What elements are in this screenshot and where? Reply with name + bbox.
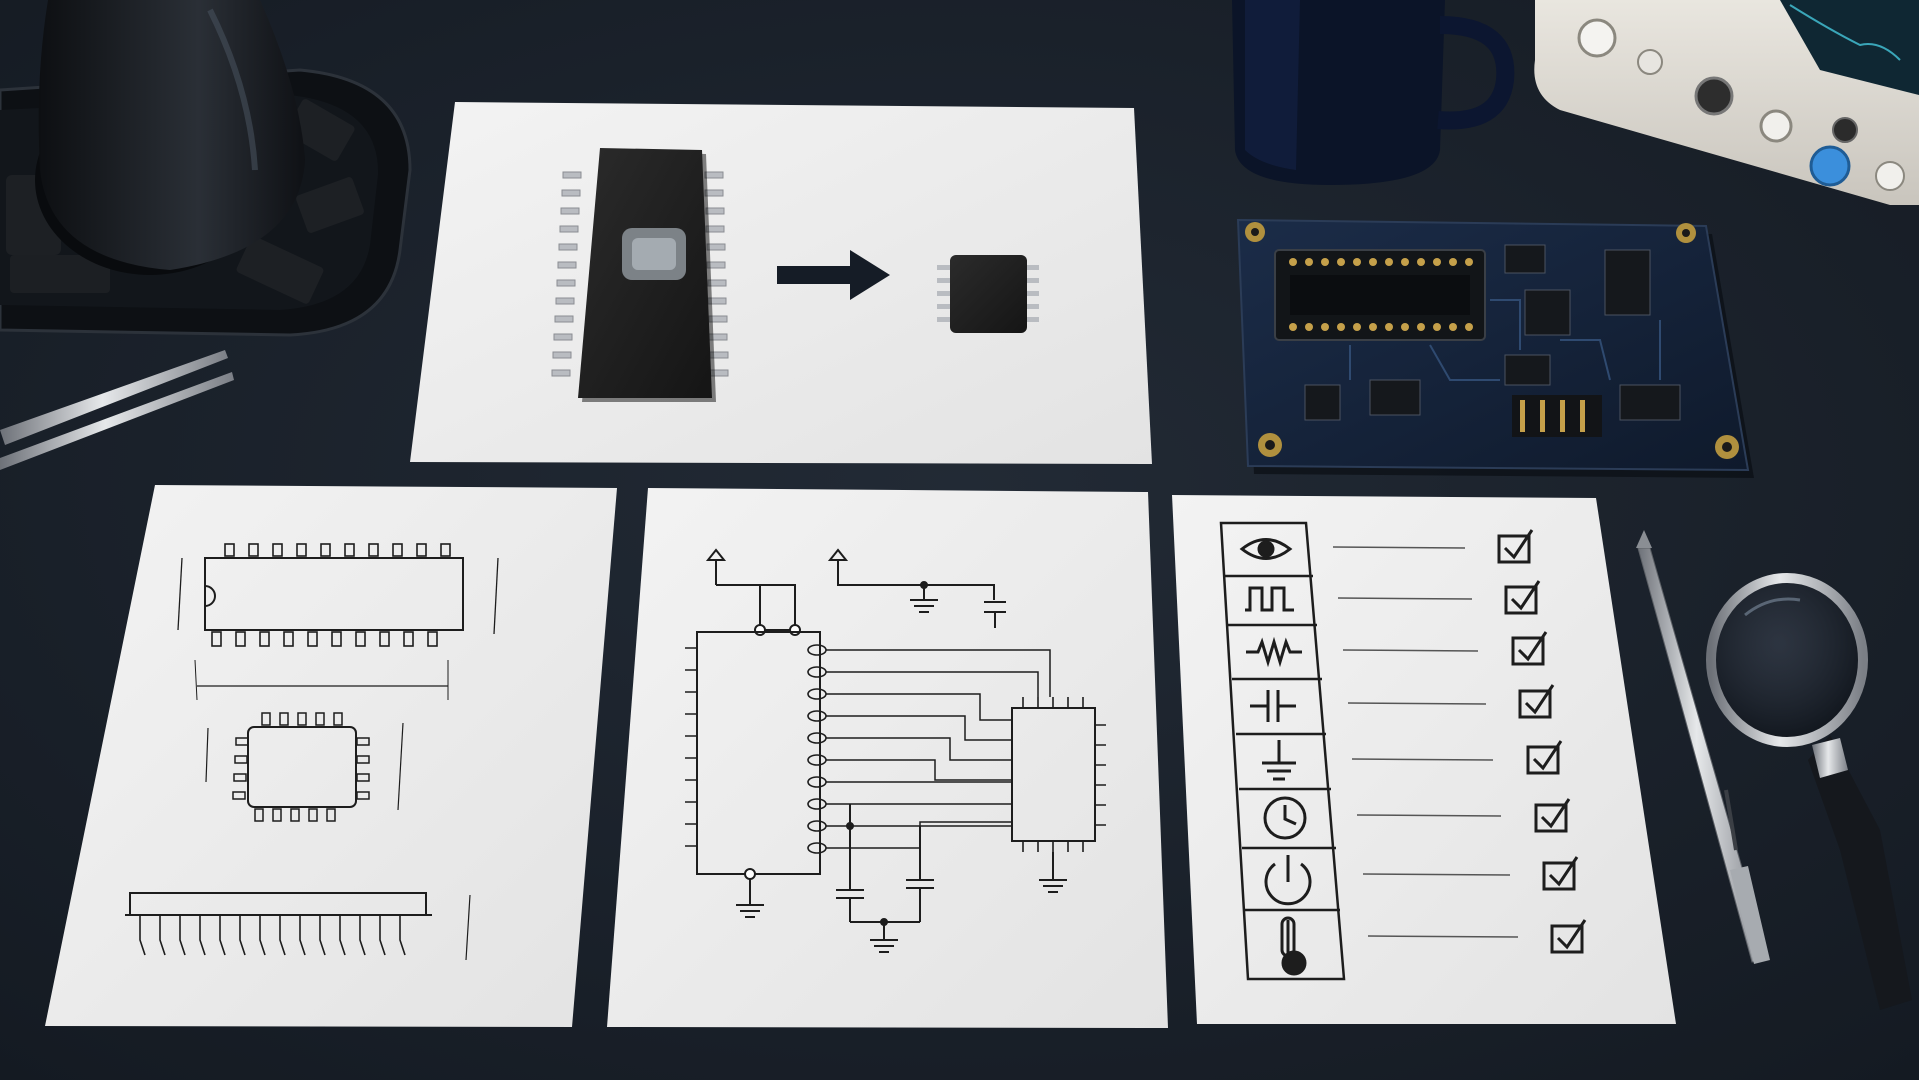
coffee-mug (1232, 0, 1515, 185)
sheet-package-dimensions (45, 485, 617, 1027)
checkbox-checked-icon (1526, 740, 1563, 775)
pen (1636, 530, 1770, 964)
tweezers (0, 350, 234, 470)
arrow-right-icon (777, 250, 890, 300)
checkbox-checked-icon (1497, 529, 1534, 564)
magnifying-glass (1706, 573, 1912, 1010)
eye-icon (1239, 538, 1293, 560)
pin-header (1512, 395, 1602, 437)
capacitor-symbol-icon (836, 804, 934, 953)
checkbox-checked-icon (1550, 919, 1587, 954)
desk-lamp (35, 0, 305, 275)
checkbox-checked-icon (1518, 684, 1555, 719)
tray-chip (6, 99, 364, 304)
power-icon (1264, 855, 1312, 906)
capacitor-icon (1250, 690, 1296, 722)
clock-icon (1263, 796, 1307, 840)
thermometer-icon (1280, 916, 1307, 976)
oscilloscope (1534, 0, 1919, 205)
checkbox-checked-icon (1534, 798, 1571, 833)
blue-knob-icon (1809, 145, 1851, 187)
plcc-drawing (205, 712, 404, 822)
checkbox-checked-icon (1542, 856, 1579, 891)
sheet-inspection-checklist (1172, 495, 1676, 1024)
sheet-schematic (607, 488, 1168, 1028)
checkbox-checked-icon (1504, 580, 1541, 615)
ground-symbol-icon (910, 585, 938, 613)
square-wave-icon (1245, 586, 1294, 612)
schematic-ic-main (696, 631, 821, 875)
vcc-symbol-icon (705, 548, 924, 586)
checkbox-checked-icon (1511, 631, 1548, 666)
pcb-board (1236, 218, 1754, 478)
dip-side-view-drawing (125, 892, 471, 961)
dip-top-view-drawing (177, 543, 499, 701)
ground-icon (1262, 740, 1296, 781)
soic-chip (937, 255, 1039, 333)
sheet-chip-replacement (410, 102, 1152, 464)
dip-chip (551, 148, 729, 402)
resistor-icon (1246, 636, 1302, 668)
